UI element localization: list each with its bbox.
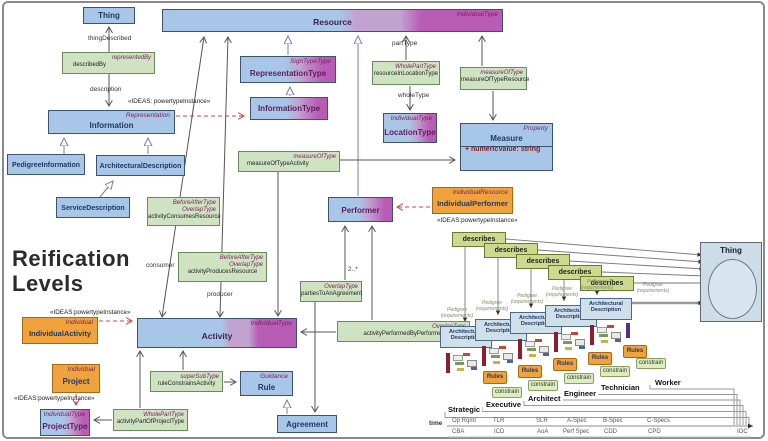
milestone-cba: CBA [452, 429, 465, 435]
milestone-op-rqmt: Op Rqmt [452, 418, 477, 424]
class-agreement[interactable]: Agreement [277, 415, 337, 433]
milestone-b-spec: B-Spec [603, 418, 623, 424]
class-representation-type[interactable]: SignTypeType RepresentationType [240, 56, 336, 83]
class-measure[interactable]: Property Measure + numericValue: string [460, 123, 553, 171]
class-project[interactable]: Individual Project [52, 364, 100, 393]
class-location-type[interactable]: IndividualType LocationType [383, 113, 437, 143]
thing-ellipse [708, 259, 757, 319]
class-rule[interactable]: Guidance Rule [240, 371, 293, 396]
label-description: description [90, 86, 122, 93]
measure-attribute: + numericValue: string [465, 146, 541, 153]
constrain-box-5[interactable]: constrain [636, 358, 666, 369]
class-individual-performer[interactable]: IndividualResource IndividualPerformer [432, 187, 513, 214]
pedigree-label-1: Pedigree (requirements) [440, 307, 474, 319]
pedigree-label-2: Pedigree (requirements) [475, 300, 509, 312]
label-multiplicity: 2..* [348, 266, 358, 273]
rules-box-4[interactable]: Rules [588, 352, 612, 365]
milestone-aoa: AoA [537, 429, 549, 435]
label-ideas-powertype-information: «IDEAS: powertypeInstance» [128, 98, 211, 105]
class-resource[interactable]: IndividualType Resource [162, 9, 503, 32]
milestone-icd: ICD [494, 429, 505, 435]
rules-box-3[interactable]: Rules [553, 358, 577, 371]
page-title: Reification Levels [12, 246, 130, 296]
class-information-type[interactable]: InformationType [250, 97, 328, 120]
label-ideas-powertype-performer: «IDEAS:powertypeInstance» [437, 217, 518, 224]
assoc-activity-part-of-project-type[interactable]: WholePartType activityPartOfProjectType [113, 409, 188, 431]
class-architectural-description[interactable]: ArchitecturalDescription [96, 155, 185, 176]
pedigree-label-5: Pedigree (requirements) [580, 279, 614, 291]
milestone-c-specs: C-Specs [647, 418, 671, 424]
assoc-measure-of-type-resource[interactable]: measureOfType measureOfTypeResource [460, 67, 529, 90]
milestone-cpd: CPD [648, 429, 661, 435]
milestone-perf-spec: Perf Spec [563, 429, 590, 435]
mini-thing-box[interactable]: Thing [700, 242, 762, 322]
class-project-type[interactable]: IndividualType ProjectType [40, 409, 90, 436]
rules-box-5[interactable]: Rules [623, 345, 647, 358]
milestone-slr: SLR [536, 418, 548, 424]
label-producer: producer [207, 291, 233, 298]
class-performer[interactable]: Performer [328, 197, 393, 222]
label-part-type: partType [392, 40, 418, 47]
label-ideas-powertype-activity: «IDEAS:powertypeInstance» [50, 309, 131, 316]
pedigree-label-3: Pedigree (requirements) [510, 293, 544, 305]
time-axis-label: time [429, 420, 443, 427]
milestone-cdd: CDD [604, 429, 617, 435]
arch-desc-box-5[interactable]: Architectural Description [580, 298, 632, 320]
class-activity[interactable]: IndividualType Activity [137, 318, 297, 348]
assoc-activity-produces-resource[interactable]: BeforeAfterType OverlapType activityProd… [178, 252, 267, 282]
assoc-described-by[interactable]: representedBy describedBy [62, 52, 155, 74]
role-executive: Executive [484, 400, 524, 409]
constrain-box-3[interactable]: constrain [564, 373, 594, 384]
pedigree-label-6: Pedigree (requirements) [636, 282, 670, 294]
class-service-description[interactable]: ServiceDescription [56, 197, 130, 218]
class-thing[interactable]: Thing [83, 7, 135, 24]
role-worker: Worker [653, 378, 683, 387]
assoc-rule-constrains-activity[interactable]: superSubType ruleConstrainsActivity [150, 371, 223, 392]
label-whole-type: wholeType [398, 92, 430, 99]
milestone-tlr: TLR [493, 418, 505, 424]
class-information[interactable]: Representation Information [48, 110, 175, 134]
constrain-box-4[interactable]: constrain [600, 366, 630, 377]
rules-box-2[interactable]: Rules [518, 365, 542, 378]
constrain-box-2[interactable]: constrain [528, 380, 558, 391]
rules-box-1[interactable]: Rules [483, 371, 507, 384]
class-pedigree-information[interactable]: PedigreeInformation [7, 154, 85, 175]
label-thing-described: thingDescribed [88, 35, 132, 42]
assoc-activity-consumes-resource[interactable]: BeforeAfterType OverlapType activityCons… [147, 197, 221, 226]
label-consumer: consumer [146, 262, 175, 269]
assoc-resource-in-location-type[interactable]: WholePartType resourceInLocationType [372, 61, 440, 85]
role-engineer: Engineer [562, 389, 599, 398]
role-architect: Architect [526, 394, 563, 403]
role-strategic: Strategic [446, 405, 483, 414]
constrain-box-1[interactable]: constrain [492, 387, 522, 398]
pedigree-label-4: Pedigree (requirements) [545, 286, 579, 298]
mini-architecture-thumbnail-5 [587, 322, 635, 349]
assoc-parties-to-an-agreement[interactable]: OverlapType partiesToAnAgreement [300, 281, 362, 302]
milestone-a-spec: A-Spec [567, 418, 587, 424]
label-ideas-powertype-project: «IDEAS:powertypeInstance» [14, 395, 95, 402]
milestone-ioc: IOC [737, 429, 748, 435]
class-individual-activity[interactable]: Individual IndividualActivity [22, 317, 98, 344]
describes-box-5[interactable]: describes [580, 276, 634, 291]
assoc-measure-of-type-activity[interactable]: measureOfType measureOfTypeActivity [238, 151, 340, 172]
role-technician: Technician [599, 383, 642, 392]
